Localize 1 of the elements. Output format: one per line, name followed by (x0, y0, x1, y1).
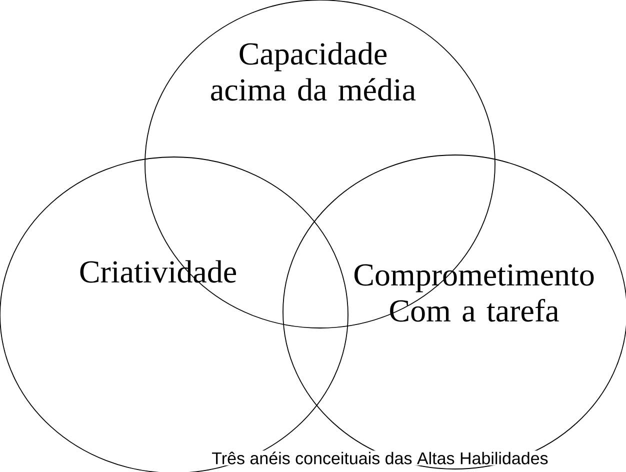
caption: Três anéis conceituais das Altas Habilidades (210, 450, 550, 466)
